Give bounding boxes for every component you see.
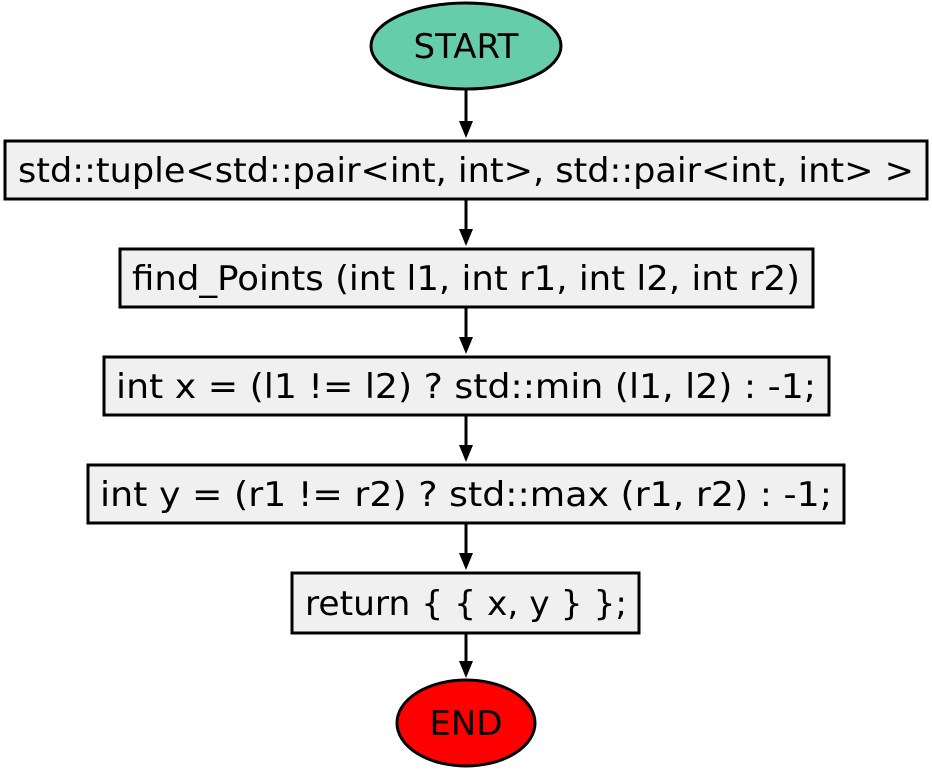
edge-start-step1 bbox=[459, 89, 473, 138]
process-box bbox=[3, 139, 929, 201]
start-node: START bbox=[369, 1, 563, 91]
process-step-function-signature: find_Points (int l1, int r1, int l2, int… bbox=[118, 247, 815, 309]
edge-step4-step5 bbox=[459, 523, 473, 570]
process-label: std::tuple<std::pair<int, int>, std::pai… bbox=[18, 151, 914, 191]
end-label: END bbox=[429, 704, 502, 744]
end-ellipse bbox=[395, 678, 537, 768]
end-node: END bbox=[395, 678, 537, 768]
edge-step1-step2 bbox=[459, 199, 473, 246]
process-step-compute-x: int x = (l1 != l2) ? std::min (l1, l2) :… bbox=[102, 355, 831, 417]
process-label: int y = (r1 != r2) ? std::max (r1, r2) :… bbox=[100, 475, 832, 515]
start-label: START bbox=[414, 27, 519, 67]
process-label: find_Points (int l1, int r1, int l2, int… bbox=[132, 259, 800, 299]
process-label: int x = (l1 != l2) ? std::min (l1, l2) :… bbox=[116, 367, 816, 407]
process-label: return { { x, y } }; bbox=[305, 584, 627, 624]
process-step-return-type: std::tuple<std::pair<int, int>, std::pai… bbox=[3, 139, 929, 201]
edge-step2-step3 bbox=[459, 307, 473, 354]
edge-step5-end bbox=[459, 633, 473, 678]
process-step-return: return { { x, y } }; bbox=[290, 571, 641, 635]
process-step-compute-y: int y = (r1 != r2) ? std::max (r1, r2) :… bbox=[86, 463, 846, 525]
process-box bbox=[102, 355, 831, 417]
edge-step3-step4 bbox=[459, 415, 473, 462]
